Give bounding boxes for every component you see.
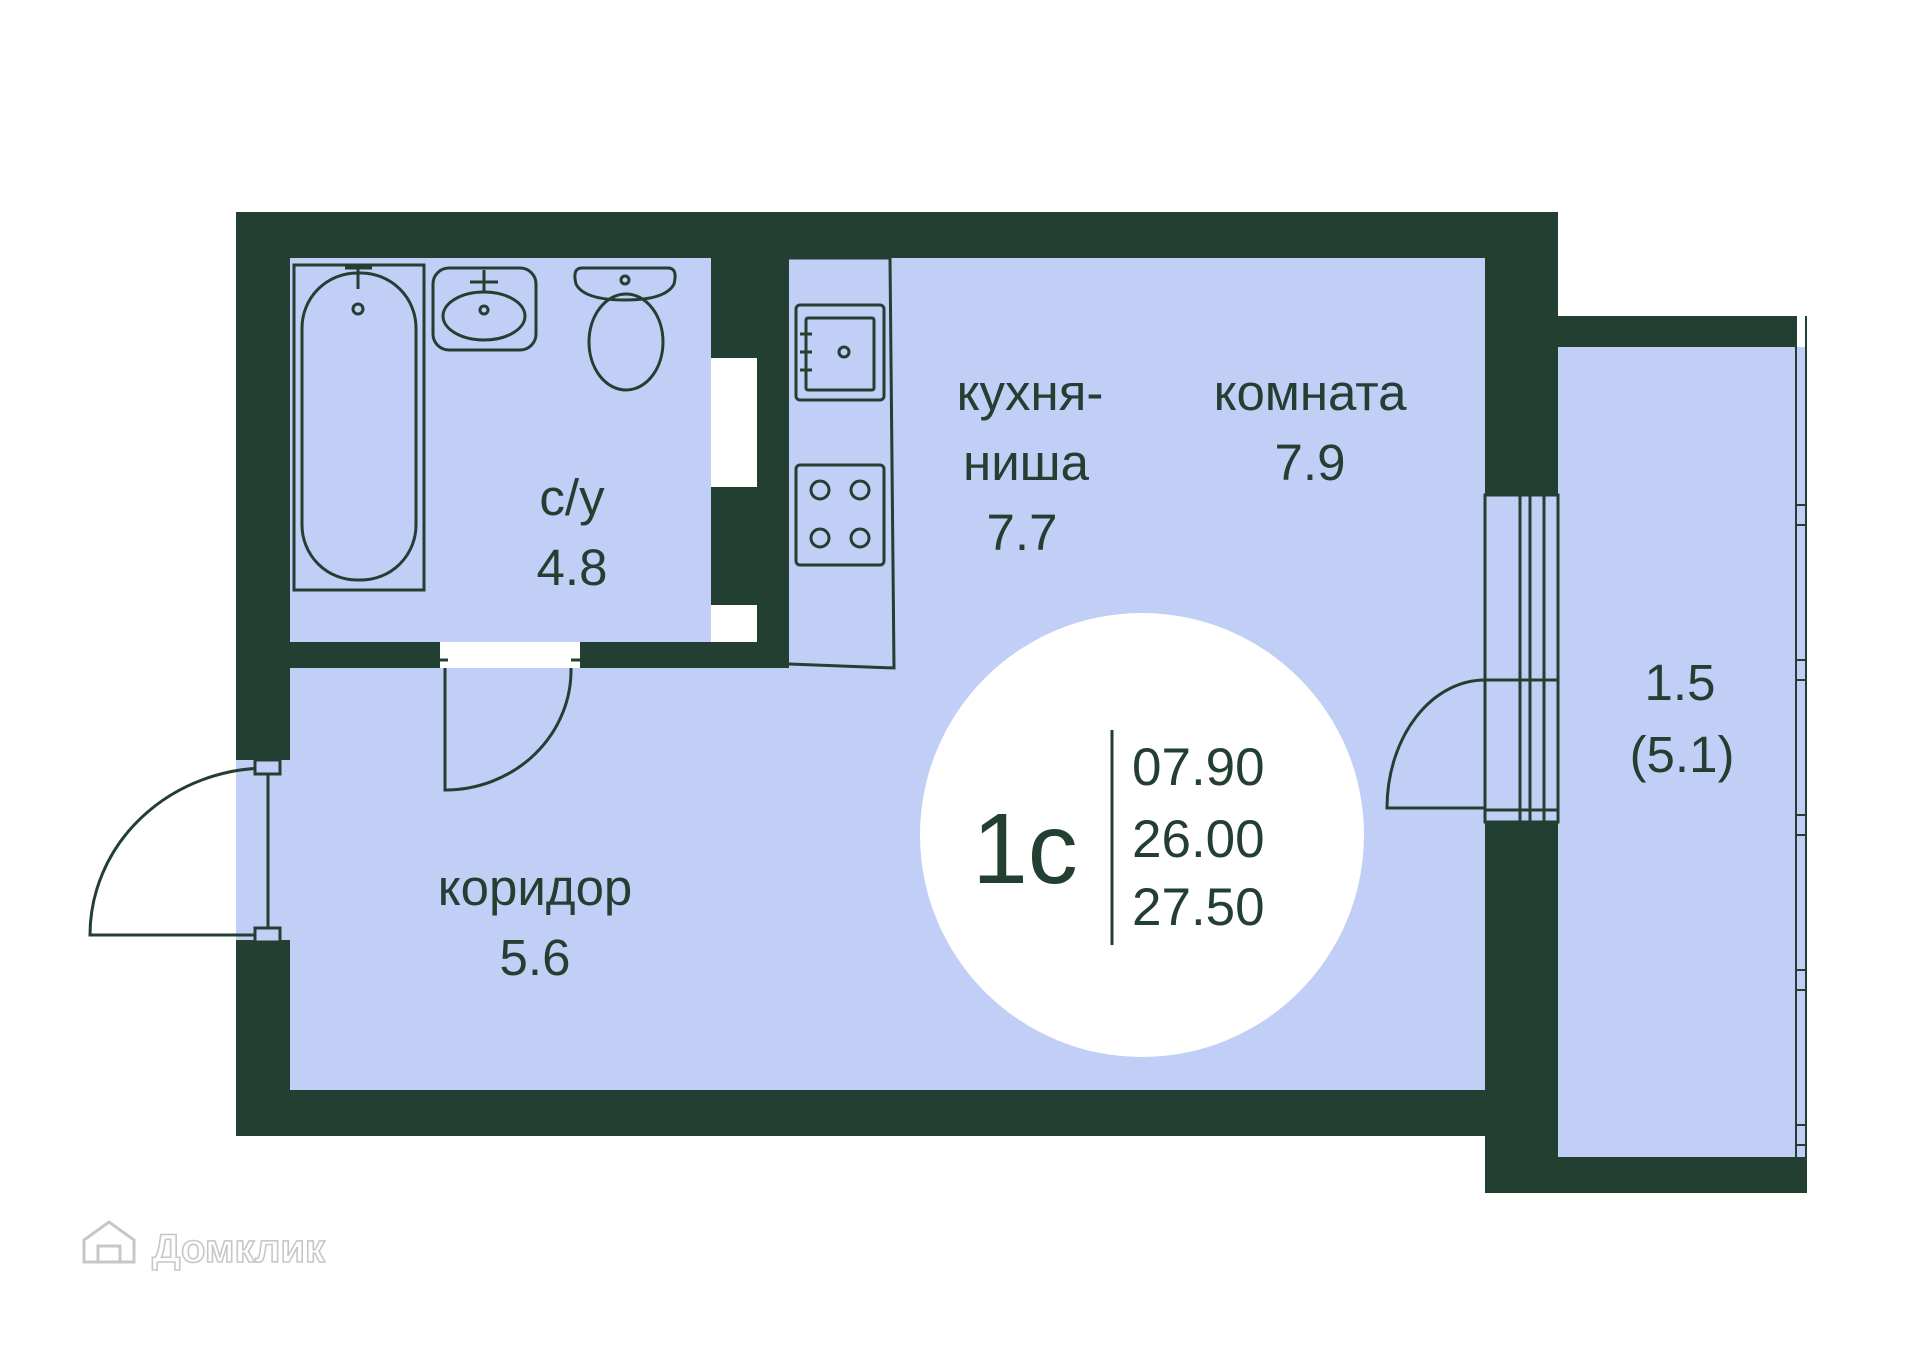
corridor-floor [236,668,936,1090]
wall-right-upper [1485,212,1558,495]
kitchen-counter [788,256,896,670]
entrance-floor [236,760,291,940]
corridor-area: 5.6 [500,929,571,986]
wall-bath-pier-top [711,258,757,358]
wall-balcony-top [1558,316,1796,347]
bathroom-fixtures [292,263,677,592]
living-area: 07.90 [1132,738,1265,797]
kitchen-floor [789,258,919,668]
kitchen-area: 7.7 [987,504,1058,561]
wall-top [236,212,1558,258]
wall-bath-bottom-right [580,642,789,668]
house-logo-icon [82,1220,136,1264]
wall-left-lower [236,940,290,1136]
bathroom-area: 4.8 [537,539,608,596]
bathroom-floor [290,258,711,642]
balcony-floor [1558,347,1806,1157]
badge-circle [920,613,1364,1057]
entrance-door [88,766,270,937]
bathtub-icon [292,263,426,592]
washbasin-icon [431,266,538,352]
stove-icon [794,463,886,567]
floor-areas [236,258,1806,1157]
wall-left-upper [236,212,290,760]
balcony-area-full: (5.1) [1630,726,1735,783]
sink-icon [794,303,886,402]
room-area: 7.9 [1275,434,1346,491]
total-area-with-balcony: 27.50 [1132,878,1265,937]
toilet-icon [573,266,677,302]
balcony-frame [1795,316,1807,1193]
apartment-badge: 1с 07.90 26.00 27.50 [920,613,1364,1057]
bathroom-door [443,667,573,792]
watermark-text: Домклик [152,1227,326,1271]
room-name: комната [1214,364,1408,421]
wall-balcony-bottom [1558,1157,1806,1193]
balcony-window [1483,493,1560,824]
wall-bottom [236,1090,1558,1136]
kitchen-name-line1: кухня- [957,364,1104,421]
wall-bath-bottom-left [290,642,440,668]
kitchen-name-line2: ниша [963,434,1090,491]
wall-bath-pier-bottom [711,487,757,605]
wall-right-lower [1485,822,1558,1193]
walls [236,212,1806,1193]
watermark: Домклик [82,1220,327,1272]
corridor-name: коридор [438,859,633,916]
balcony-area: 1.5 [1645,654,1716,711]
apartment-type: 1с [972,793,1078,905]
wall-bath-right [757,258,789,668]
doors [88,658,1487,944]
room-labels: с/у 4.8 кухня- ниша 7.7 комната 7.9 кори… [438,364,1735,986]
balcony-door [1385,678,1487,810]
bathroom-name: с/у [539,469,605,526]
total-area: 26.00 [1132,810,1265,869]
